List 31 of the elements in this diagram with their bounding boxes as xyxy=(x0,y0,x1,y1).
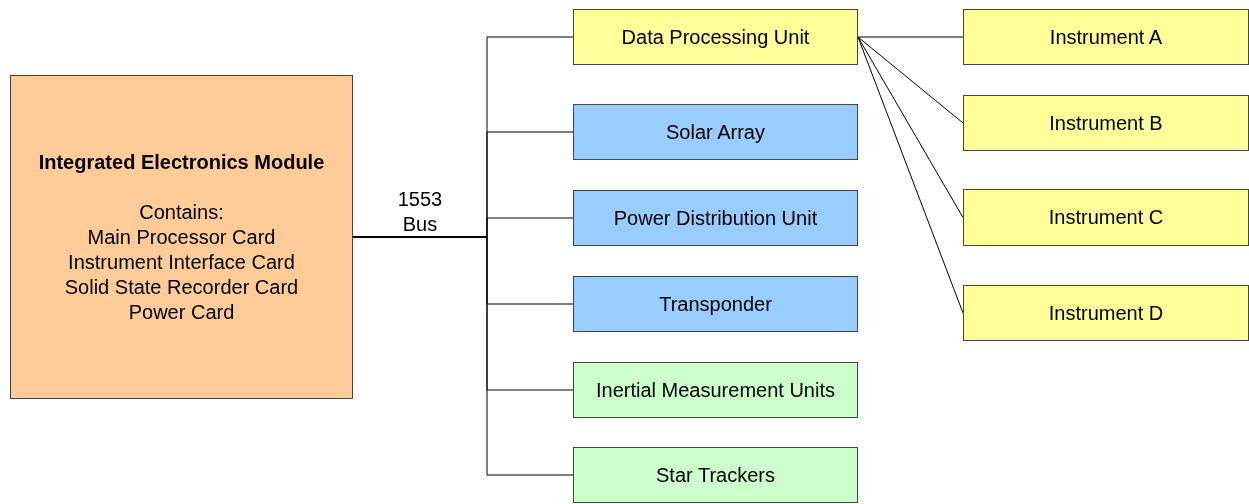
unit-name: Instrument C xyxy=(1048,205,1164,230)
card-name: Main Processor Card xyxy=(87,224,276,250)
unit-name: Power Distribution Unit xyxy=(613,205,818,231)
unit-name: Instrument D xyxy=(1048,300,1164,326)
unit-name: Inertial Measurement Units xyxy=(596,377,835,403)
unit-name: Instrument A xyxy=(1049,24,1163,50)
unit-name: Solar Array xyxy=(666,119,765,145)
card-name: Instrument Interface Card xyxy=(68,249,295,275)
unit-name: Star Trackers xyxy=(656,462,775,488)
unit-name: Instrument B xyxy=(1049,110,1163,136)
bus-label: 1553 Bus xyxy=(396,187,444,237)
module-title: Integrated Electronics Module xyxy=(38,149,325,175)
connector-line xyxy=(857,36,964,124)
unit-box xyxy=(573,104,858,160)
connector-line xyxy=(857,36,964,38)
unit-box xyxy=(573,9,858,65)
unit-box xyxy=(963,95,1249,151)
unit-box xyxy=(963,9,1249,65)
connector-line xyxy=(857,36,964,218)
module-box xyxy=(10,75,353,399)
card-name: Contains: xyxy=(139,199,224,225)
unit-name: Transponder xyxy=(659,291,772,317)
unit-box xyxy=(573,276,858,332)
unit-name: Data Processing Unit xyxy=(621,24,810,50)
unit-box xyxy=(963,285,1249,341)
unit-box xyxy=(573,447,858,503)
card-name: Power Card xyxy=(128,299,235,325)
card-name: Solid State Recorder Card xyxy=(64,274,299,300)
unit-box xyxy=(573,190,858,246)
unit-box xyxy=(573,362,858,418)
unit-box xyxy=(963,189,1249,246)
